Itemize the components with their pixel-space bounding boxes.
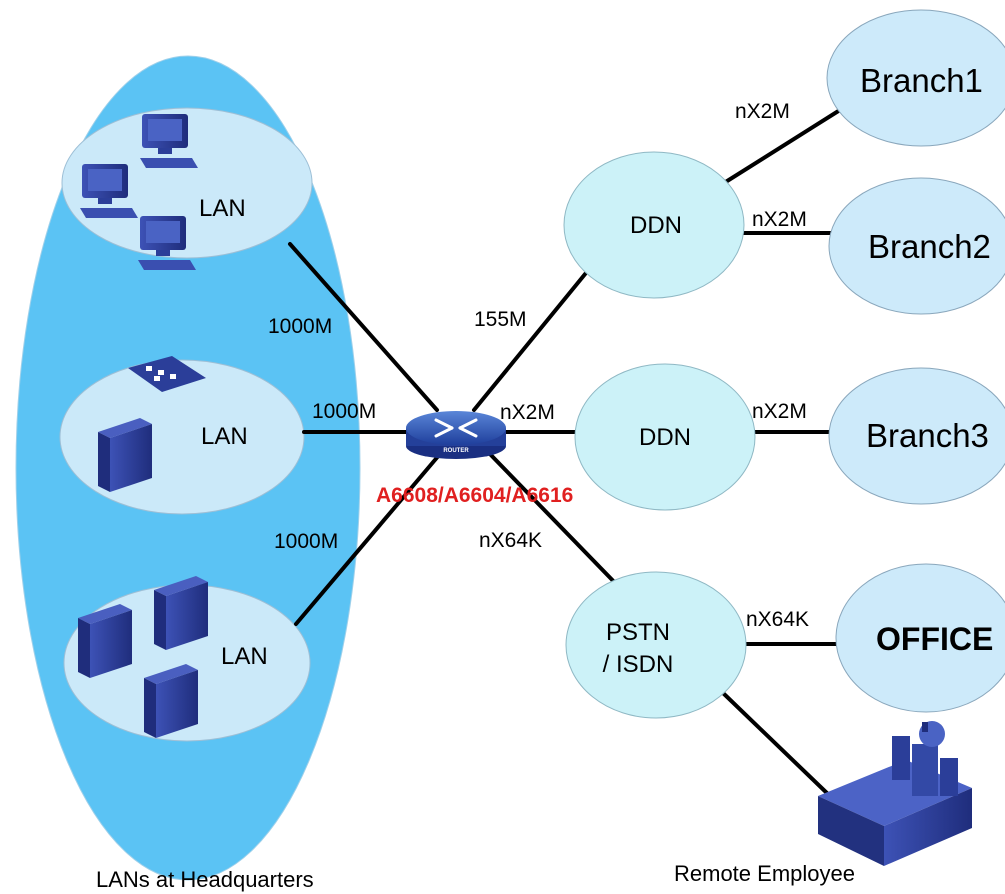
link-lan3-router xyxy=(294,452,442,626)
office-label: OFFICE xyxy=(876,621,993,657)
branch2-ellipse xyxy=(828,177,1005,315)
ddn-2-uplink-speed: nX2M xyxy=(500,401,555,424)
office-link-speed: nX64K xyxy=(746,608,809,631)
lan-3-link-speed: 1000M xyxy=(274,530,338,553)
remote-employee-icon xyxy=(818,721,972,866)
branch3-ellipse xyxy=(828,367,1005,505)
links xyxy=(288,108,845,798)
remote-employee-caption: Remote Employee xyxy=(674,861,855,886)
branch1-label: Branch1 xyxy=(860,62,983,99)
router-model-label: A6608/A6604/A6616 xyxy=(376,484,573,507)
pstn-uplink-speed: nX64K xyxy=(479,529,542,552)
server-icon xyxy=(98,418,152,492)
router-badge: ROUTER xyxy=(443,448,469,454)
switch-icon xyxy=(128,356,206,392)
pstn-label-line2: / ISDN xyxy=(603,651,674,678)
ddn-2-ellipse xyxy=(574,363,756,511)
branch2-link-speed: nX2M xyxy=(752,208,807,231)
link-lan1-router xyxy=(288,242,439,412)
pstn-label-line1: PSTN xyxy=(606,619,670,646)
lan-1-ellipse xyxy=(61,107,313,259)
ddn-1-ellipse xyxy=(563,151,745,299)
ddn-1-label: DDN xyxy=(630,212,682,239)
ddn-1-uplink-speed: 155M xyxy=(474,308,527,331)
lan-2-link-speed: 1000M xyxy=(312,400,376,423)
branch1-ellipse xyxy=(826,9,1005,147)
branch3-label: Branch3 xyxy=(866,417,989,454)
router-icon: ROUTER xyxy=(406,411,506,459)
branch1-link-speed: nX2M xyxy=(735,100,790,123)
office-ellipse xyxy=(835,563,1005,713)
server-icon xyxy=(78,576,208,738)
pc-computer-icon xyxy=(80,114,198,270)
headquarters-caption: LANs at Headquarters xyxy=(96,867,314,892)
branch2-label: Branch2 xyxy=(868,228,991,265)
link-router-pstn xyxy=(486,450,624,592)
link-ddn1-branch1 xyxy=(722,108,842,185)
lan-3-label: LAN xyxy=(221,643,268,670)
link-pstn-remote xyxy=(720,690,832,798)
branch3-link-speed: nX2M xyxy=(752,400,807,423)
ddn-2-label: DDN xyxy=(639,424,691,451)
lan-1-link-speed: 1000M xyxy=(268,315,332,338)
lan-1-label: LAN xyxy=(199,195,246,222)
pstn-isdn-ellipse xyxy=(565,571,747,719)
link-router-ddn1 xyxy=(472,266,592,412)
lan-2-label: LAN xyxy=(201,423,248,450)
